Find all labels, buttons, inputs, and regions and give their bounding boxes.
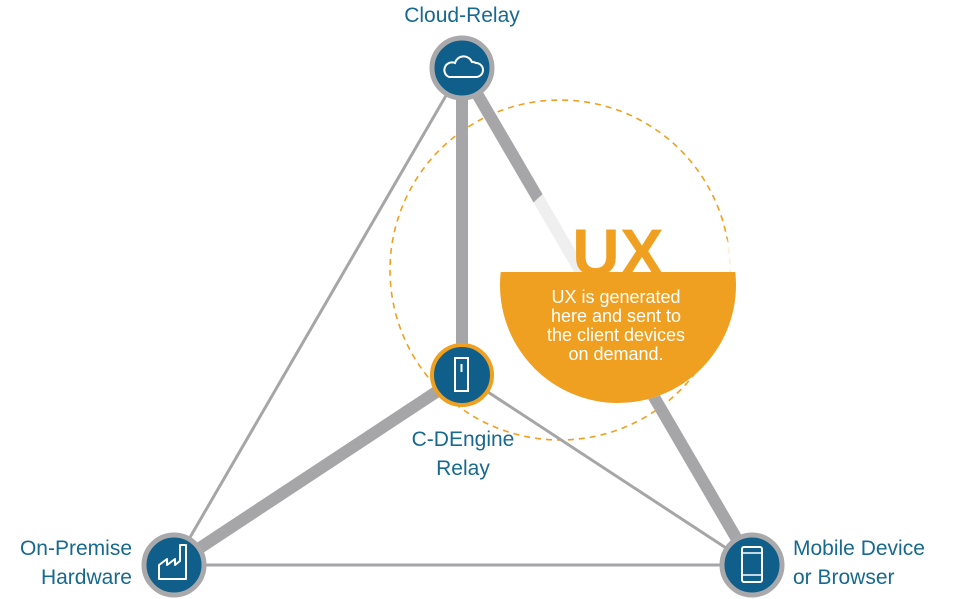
factory-icon	[158, 544, 187, 580]
node-label-on-premise: On-Premise	[20, 537, 132, 560]
edge-cloud-onpremise	[172, 67, 464, 566]
node-label-cdengine-relay: C-DEngine	[412, 428, 515, 451]
node-mobile-device[interactable]	[719, 532, 785, 598]
node-label-mobile-device: Mobile Device	[793, 537, 925, 560]
node-label-cdengine-relay: Relay	[436, 457, 490, 480]
node-on-premise[interactable]	[141, 532, 207, 598]
cloud-icon	[443, 55, 484, 78]
ux-description-line: here and sent to	[551, 306, 681, 326]
ux-description-line: UX is generated	[551, 287, 680, 307]
smartphone-icon	[741, 546, 763, 583]
node-cdengine-relay[interactable]	[430, 343, 494, 407]
edge-center-onpremise	[170, 369, 466, 571]
node-label-mobile-device: or Browser	[793, 566, 895, 589]
edge-center-mobile	[461, 373, 753, 567]
ux-description-line: the client devices	[547, 325, 685, 345]
node-cloud-relay[interactable]	[429, 35, 495, 101]
node-label-cloud-relay: Cloud-Relay	[404, 4, 520, 27]
ux-callout: UX UX is generated here and sent to the …	[500, 167, 736, 403]
ux-description-line: on demand.	[568, 344, 663, 364]
server-tower-icon	[454, 357, 469, 392]
node-label-on-premise: Hardware	[41, 566, 132, 589]
ux-title: UX	[572, 215, 664, 289]
